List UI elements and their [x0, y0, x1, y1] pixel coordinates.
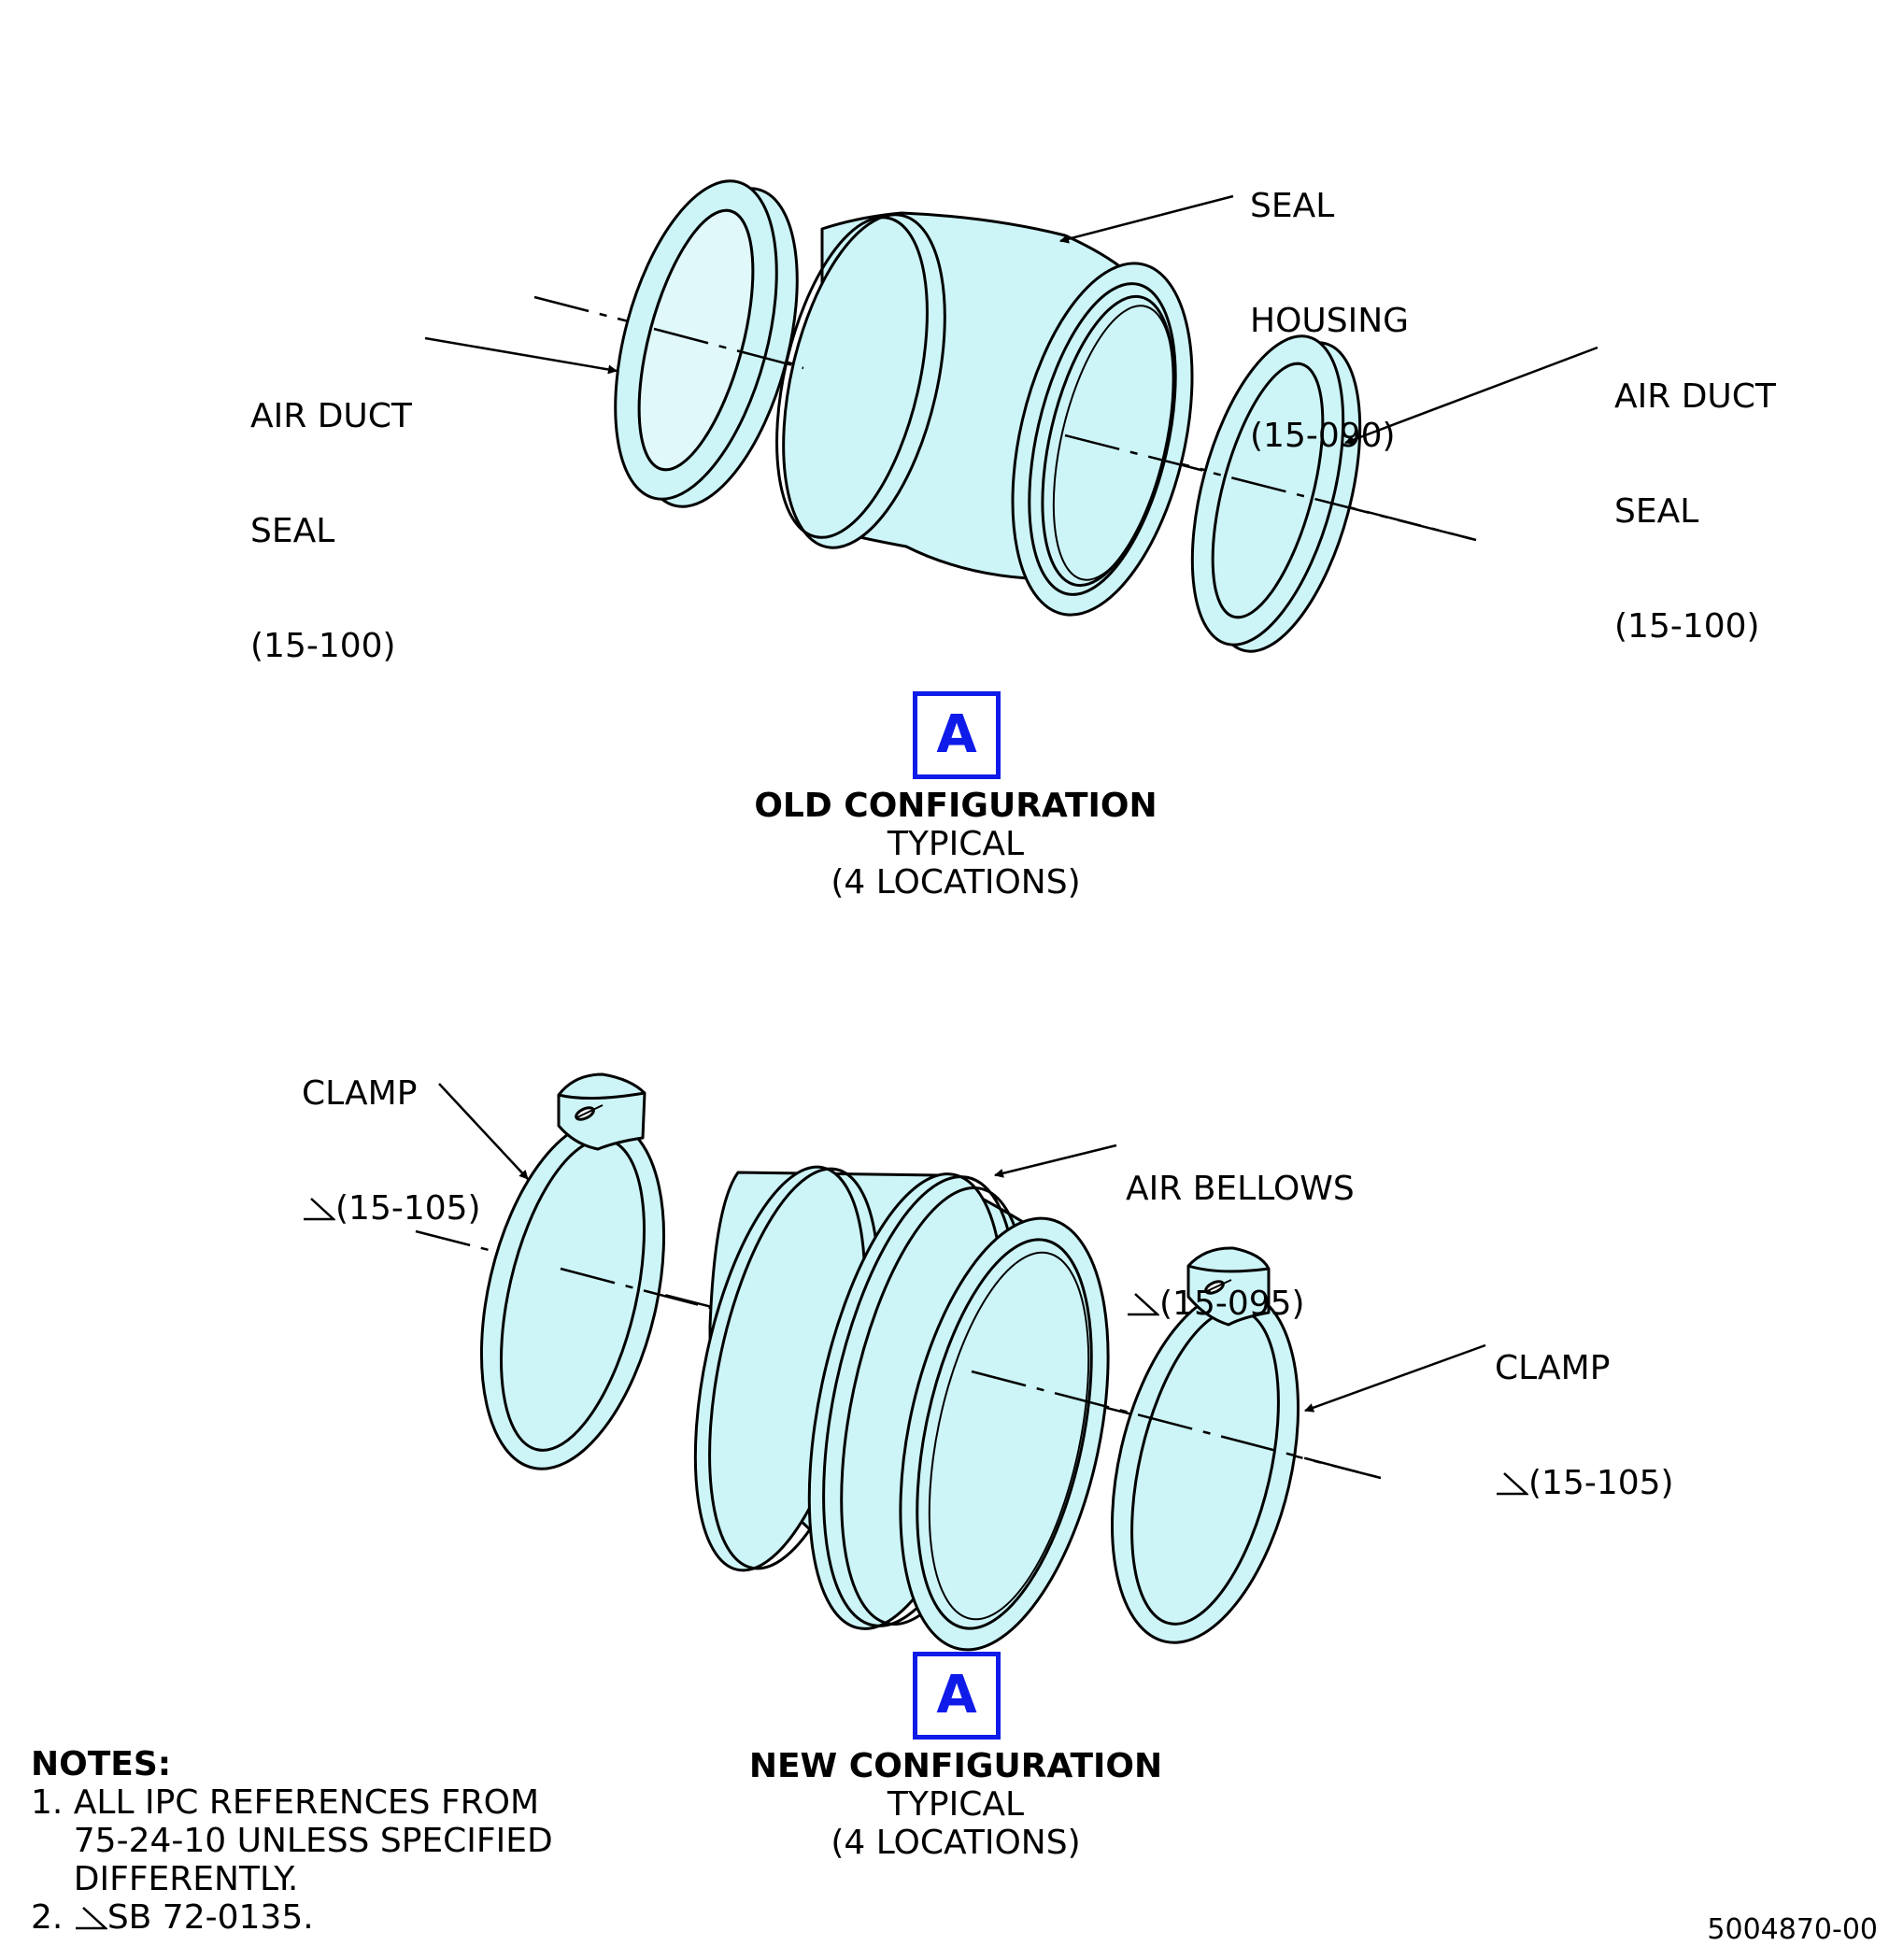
air-bellows-part: [693, 1165, 1110, 1652]
note-2: 2. SB 72-0135.: [31, 1898, 314, 1937]
seal-housing-label: SEAL HOUSING (15-090): [1250, 187, 1410, 455]
notes-block: NOTES: 1. ALL IPC REFERENCES FROM 75-24-…: [31, 1745, 553, 1937]
service-bulletin-flag-icon: [1497, 1472, 1528, 1496]
seal-housing-part: [775, 211, 1194, 617]
note-1-line-2: 75-24-10 UNLESS SPECIFIED: [31, 1822, 553, 1860]
document-number: 5004870-00: [1707, 1913, 1878, 1946]
service-bulletin-flag-icon: [304, 1198, 335, 1221]
air-duct-seal-left-label: AIR DUCT SEAL (15-100): [250, 397, 412, 665]
air-duct-seal-right-label: AIR DUCT SEAL (15-100): [1614, 377, 1776, 646]
air-duct-seal-right-part: [1190, 334, 1362, 653]
caption-old-configuration: OLD CONFIGURATION TYPICAL (4 LOCATIONS): [754, 787, 1158, 902]
clamp-right-part: [1110, 1246, 1300, 1644]
service-bulletin-flag-icon: [1128, 1293, 1159, 1316]
clamp-left-part: [479, 1072, 666, 1470]
clamp-right-label: CLAMP (15-105): [1495, 1349, 1674, 1502]
notes-heading: NOTES:: [31, 1745, 172, 1783]
view-tag-old: A: [913, 691, 1001, 779]
note-1-line-3: DIFFERENTLY.: [31, 1860, 299, 1898]
note-1-line-1: 1. ALL IPC REFERENCES FROM: [31, 1783, 540, 1822]
service-bulletin-flag-icon: [75, 1907, 107, 1930]
clamp-left-label: CLAMP (15-105): [302, 1074, 481, 1228]
view-tag-new: A: [913, 1652, 1001, 1740]
caption-new-configuration: NEW CONFIGURATION TYPICAL (4 LOCATIONS): [748, 1747, 1163, 1862]
air-bellows-label: AIR BELLOWS (15-095): [1126, 1170, 1355, 1323]
leader-lines: [424, 194, 1598, 1413]
